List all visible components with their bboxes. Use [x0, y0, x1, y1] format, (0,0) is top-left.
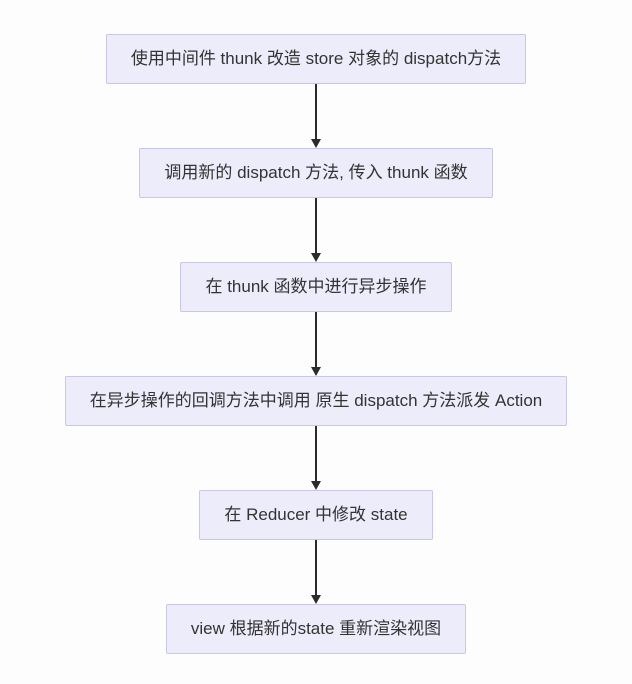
flow-step-call-new-dispatch: 调用新的 dispatch 方法, 传入 thunk 函数	[139, 148, 493, 198]
arrow-down-icon	[310, 426, 322, 490]
flow-step-reducer-modify-state: 在 Reducer 中修改 state	[199, 490, 433, 540]
flow-step-label: view 根据新的state 重新渲染视图	[190, 619, 442, 638]
flow-step-label: 在 thunk 函数中进行异步操作	[205, 277, 427, 296]
flow-step-async-in-thunk: 在 thunk 函数中进行异步操作	[180, 262, 452, 312]
arrow-down-icon	[310, 198, 322, 262]
flow-step-middleware-dispatch: 使用中间件 thunk 改造 store 对象的 dispatch方法	[105, 34, 527, 84]
flow-step-callback-dispatch-action: 在异步操作的回调方法中调用 原生 dispatch 方法派发 Action	[64, 376, 568, 426]
arrow-down-icon	[310, 540, 322, 604]
flow-step-label: 在 Reducer 中修改 state	[224, 505, 408, 524]
flow-step-view-rerender: view 根据新的state 重新渲染视图	[165, 604, 467, 654]
flow-step-label: 调用新的 dispatch 方法, 传入 thunk 函数	[164, 163, 468, 182]
flow-step-label: 在异步操作的回调方法中调用 原生 dispatch 方法派发 Action	[89, 391, 543, 410]
flow-step-label: 使用中间件 thunk 改造 store 对象的 dispatch方法	[130, 49, 502, 68]
arrow-down-icon	[310, 312, 322, 376]
arrow-down-icon	[310, 84, 322, 148]
